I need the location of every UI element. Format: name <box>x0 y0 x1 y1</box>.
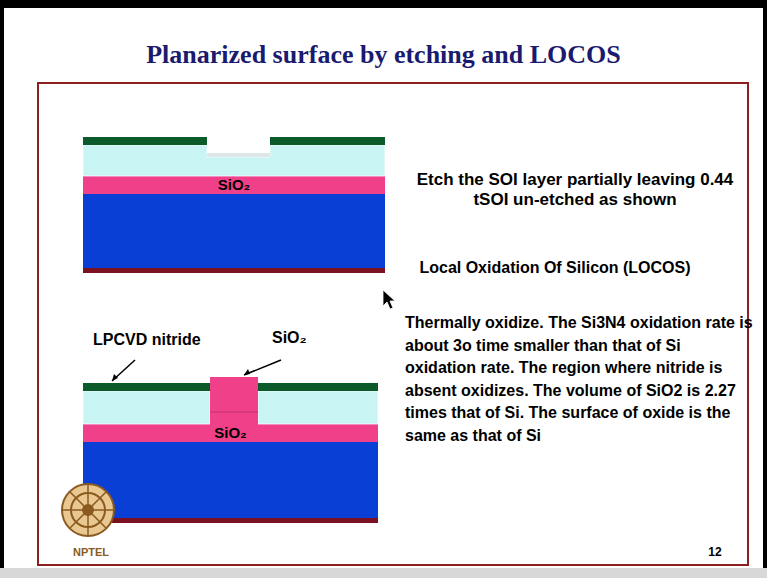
buried-oxide <box>83 424 378 442</box>
layer-label: SiO₂ <box>218 177 251 193</box>
frame-bar <box>0 0 4 578</box>
mouse-cursor <box>383 290 395 309</box>
substrate <box>83 442 378 519</box>
back-contact <box>83 268 385 273</box>
oxide-band: SiO₂ <box>83 424 378 442</box>
soi-island <box>258 391 378 424</box>
recess-surface <box>207 153 270 157</box>
description-text: Thermally oxidize. The Si3N4 oxidation r… <box>405 312 755 448</box>
section-heading: Local Oxidation Of Silicon (LOCOS) <box>405 258 705 277</box>
nitride-mask <box>83 383 210 391</box>
oxide-interface <box>210 412 258 413</box>
locos-oxide <box>210 377 258 425</box>
substrate <box>83 194 385 269</box>
etched-soi-cross-section <box>83 137 385 273</box>
frame-bar <box>763 0 767 578</box>
callout-label: SiO₂ <box>272 328 332 347</box>
soi-layer <box>83 145 385 176</box>
bottom-strip <box>0 568 767 578</box>
leader-head <box>244 369 250 375</box>
oxide-band: SiO₂ <box>83 176 385 194</box>
soi-island <box>83 391 210 424</box>
layer-label: SiO₂ <box>214 425 247 441</box>
nitride-mask <box>83 137 207 145</box>
nitride-mask <box>258 383 378 391</box>
nptel-logo <box>62 484 114 536</box>
slide-title: Planarized surface by etching and LOCOS <box>0 40 767 70</box>
back-contact <box>83 518 378 523</box>
leader-head <box>112 374 118 381</box>
buried-oxide <box>83 176 385 194</box>
leader-line <box>244 360 281 375</box>
leader-line <box>112 360 135 381</box>
frame-bar <box>0 0 767 8</box>
locos-cross-section <box>83 360 378 523</box>
logo-text: NPTEL <box>56 546 126 559</box>
page-number: 12 <box>700 545 730 559</box>
nitride-mask <box>270 137 385 145</box>
callout-label: LPCVD nitride <box>93 330 233 349</box>
step-note: Etch the SOI layer partially leaving 0.4… <box>400 170 750 210</box>
